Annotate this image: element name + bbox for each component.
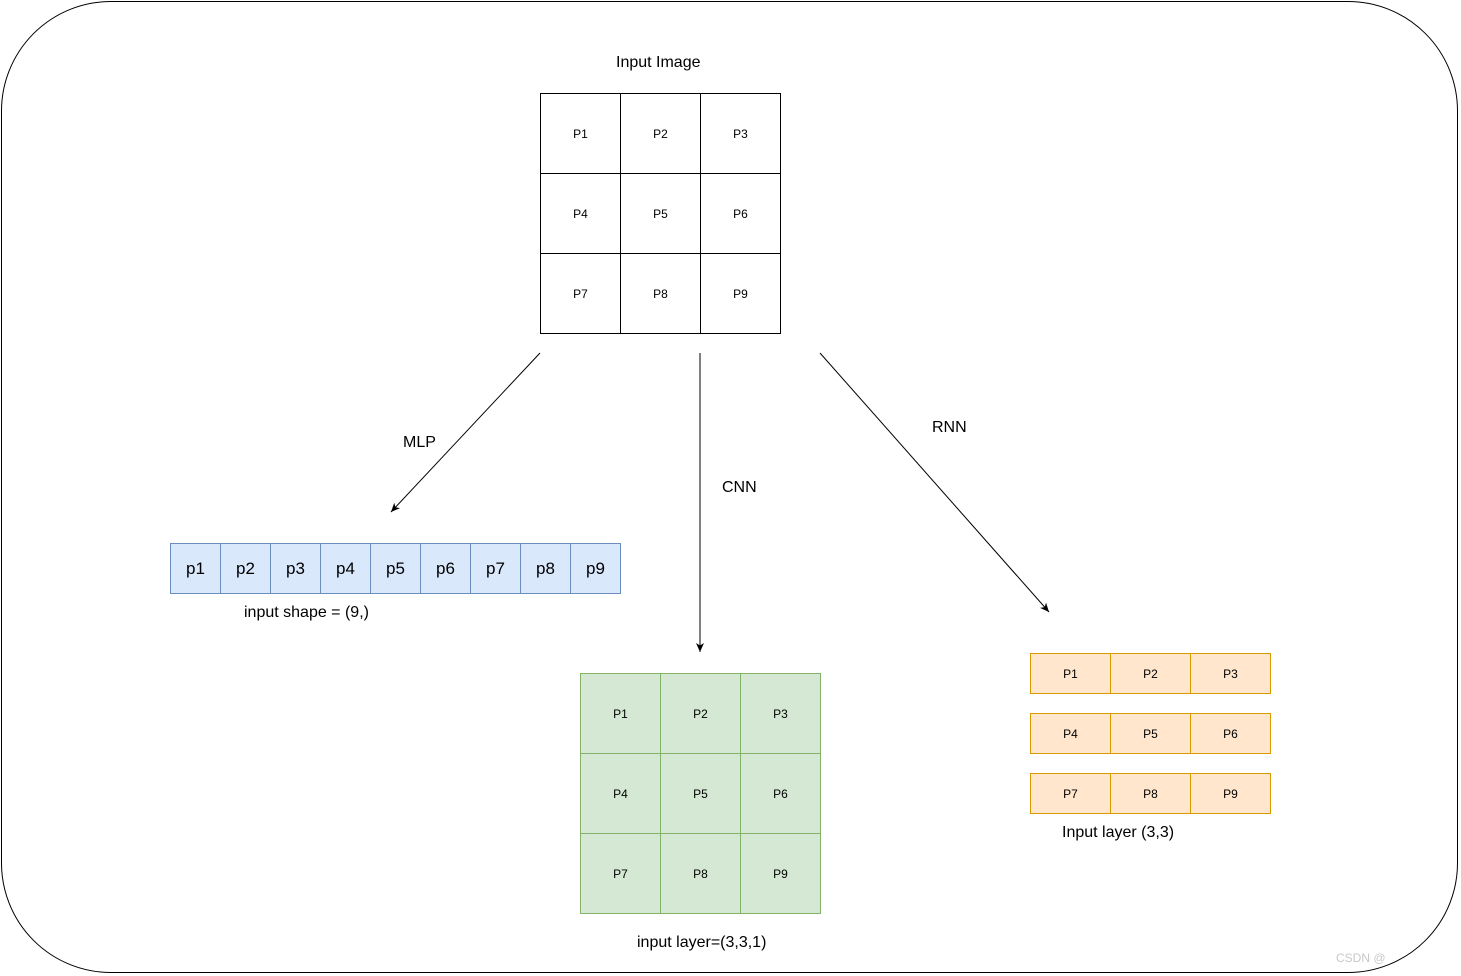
mlp-cell: p9	[570, 543, 621, 594]
rnn-cell: P9	[1190, 773, 1271, 814]
mlp-edge-label: MLP	[403, 434, 436, 451]
rnn-cell: P4	[1030, 713, 1111, 754]
mlp-cell: p4	[320, 543, 371, 594]
input-image-cell: P7	[540, 253, 621, 334]
rnn-cell: P3	[1190, 653, 1271, 694]
cnn-cell: P7	[580, 833, 661, 914]
rnn-arrow	[819, 352, 1050, 613]
mlp-cell: p1	[170, 543, 221, 594]
input-image-cell: P6	[700, 173, 781, 254]
rnn-cell: P6	[1190, 713, 1271, 754]
cnn-cell: P3	[740, 673, 821, 754]
cnn-cell: P6	[740, 753, 821, 834]
rnn-edge-label: RNN	[932, 419, 967, 436]
mlp-caption: input shape = (9,)	[244, 604, 369, 621]
rnn-caption: Input layer (3,3)	[1062, 824, 1175, 841]
input-image-cell: P1	[540, 93, 621, 174]
rnn-cell: P1	[1030, 653, 1111, 694]
rnn-cell: P5	[1110, 713, 1191, 754]
input-image-cell: P3	[700, 93, 781, 174]
mlp-arrow	[390, 352, 541, 513]
watermark: CSDN @	[1336, 951, 1386, 965]
mlp-cell: p5	[370, 543, 421, 594]
cnn-cell: P2	[660, 673, 741, 754]
cnn-cell: P1	[580, 673, 661, 754]
input-image-cell: P8	[620, 253, 701, 334]
rnn-cell: P7	[1030, 773, 1111, 814]
mlp-cell: p7	[470, 543, 521, 594]
mlp-cell: p3	[270, 543, 321, 594]
mlp-cell: p6	[420, 543, 471, 594]
rnn-cell: P8	[1110, 773, 1191, 814]
cnn-cell: P5	[660, 753, 741, 834]
cnn-cell: P4	[580, 753, 661, 834]
cnn-cell: P9	[740, 833, 821, 914]
input-image-cell: P9	[700, 253, 781, 334]
input-image-title: Input Image	[616, 54, 701, 71]
cnn-edge-label: CNN	[722, 479, 757, 496]
mlp-cell: p2	[220, 543, 271, 594]
rnn-cell: P2	[1110, 653, 1191, 694]
cnn-cell: P8	[660, 833, 741, 914]
mlp-cell: p8	[520, 543, 571, 594]
cnn-caption: input layer=(3,3,1)	[637, 934, 767, 951]
